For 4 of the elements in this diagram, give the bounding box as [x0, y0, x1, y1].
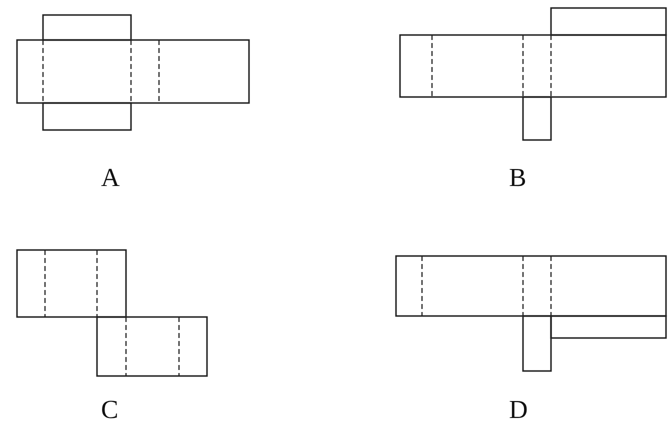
option-letter: A	[101, 165, 120, 191]
option-letter: C	[101, 397, 118, 423]
option-letter: D	[509, 397, 528, 423]
option-letter: B	[509, 165, 526, 191]
